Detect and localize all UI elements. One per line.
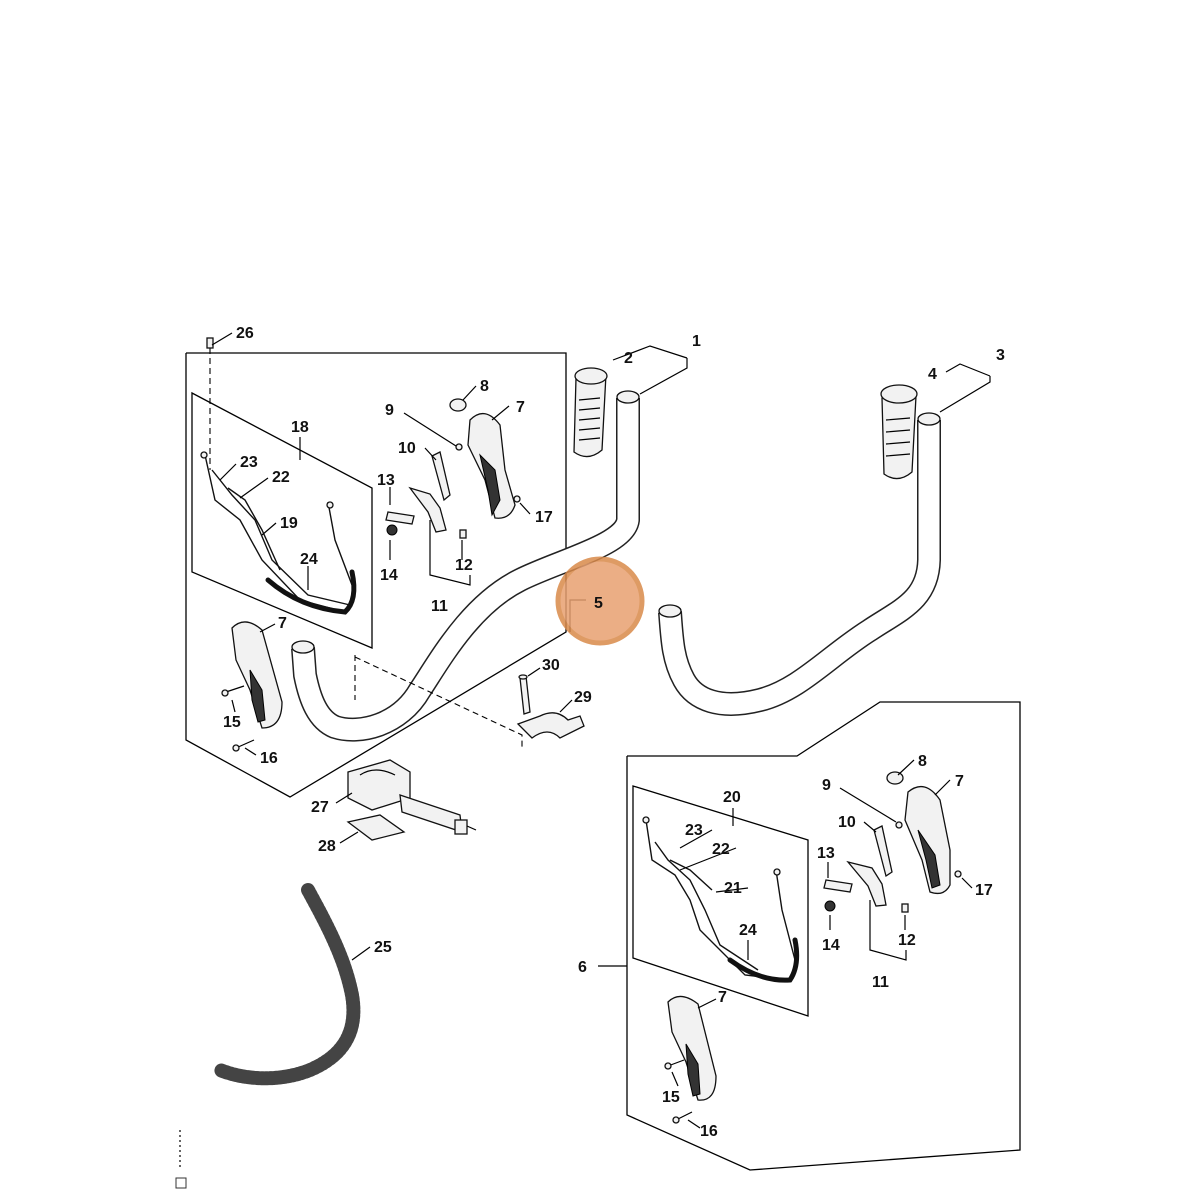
cable-kit-left xyxy=(200,451,357,615)
label-part-28: 28 xyxy=(318,838,336,855)
handlebar-right-tube xyxy=(658,412,941,716)
label-part-7-lower-left: 7 xyxy=(278,615,287,632)
clamp-part-29 xyxy=(516,674,585,739)
label-part-16-right: 16 xyxy=(700,1123,718,1140)
label-part-13-lower: 13 xyxy=(817,845,835,862)
label-part-25: 25 xyxy=(374,939,392,956)
cable-kit-right xyxy=(642,816,800,983)
grip-part-4 xyxy=(880,384,918,480)
label-part-27: 27 xyxy=(311,799,329,816)
part-labels: 1 2 3 4 5 6 26 8 9 7 18 10 23 22 13 17 1… xyxy=(223,325,1005,1140)
handlebar-left-tube xyxy=(291,390,640,742)
label-part-10-upper: 10 xyxy=(398,440,416,457)
label-part-21: 21 xyxy=(724,880,742,897)
label-part-15-left: 15 xyxy=(223,714,241,731)
label-part-11-upper: 11 xyxy=(431,598,448,615)
screw-part-26 xyxy=(206,337,214,349)
label-part-10-lower: 10 xyxy=(838,814,856,831)
bracket-part-27 xyxy=(346,759,477,841)
label-part-7-lower-right: 7 xyxy=(955,773,964,790)
label-part-22-upper: 22 xyxy=(272,469,290,486)
right-assembly-frame xyxy=(626,701,1021,1171)
label-part-29: 29 xyxy=(574,689,592,706)
label-part-22-lower: 22 xyxy=(712,841,730,858)
highlight-marker-part-5[interactable] xyxy=(555,556,645,646)
control-handle-lower-right xyxy=(823,771,962,913)
label-part-19: 19 xyxy=(280,515,298,532)
grip-housing-lower-left xyxy=(221,621,283,752)
label-part-20: 20 xyxy=(723,789,741,806)
label-part-12-upper: 12 xyxy=(455,557,473,574)
control-handle-upper-left xyxy=(385,398,521,539)
label-part-24-upper: 24 xyxy=(300,551,318,568)
label-part-9-upper: 9 xyxy=(385,402,394,419)
label-part-16-left: 16 xyxy=(260,750,278,767)
label-part-2: 2 xyxy=(624,350,633,367)
label-part-15-right: 15 xyxy=(662,1089,680,1106)
label-part-17-lower: 17 xyxy=(975,882,993,899)
corner-reference-mark xyxy=(175,1177,187,1189)
label-part-24-lower: 24 xyxy=(739,922,757,939)
label-part-5[interactable]: 5 xyxy=(594,595,603,612)
left-cable-kit-frame xyxy=(191,391,373,649)
label-part-1: 1 xyxy=(692,333,701,350)
label-part-23-lower: 23 xyxy=(685,822,703,839)
label-part-14-upper: 14 xyxy=(380,567,398,584)
grip-part-2 xyxy=(573,367,608,458)
dashed-leader-clamp xyxy=(354,655,523,748)
label-part-17-upper: 17 xyxy=(535,509,553,526)
corrugated-hose-part-25 xyxy=(213,883,361,1086)
label-part-7-upper: 7 xyxy=(516,399,525,416)
grip-housing-lower-right xyxy=(664,995,717,1124)
label-part-8-upper: 8 xyxy=(480,378,489,395)
label-part-18: 18 xyxy=(291,419,309,436)
label-part-12-lower: 12 xyxy=(898,932,916,949)
right-cable-kit-frame xyxy=(632,785,809,1017)
label-part-14-lower: 14 xyxy=(822,937,840,954)
label-part-7-bottom: 7 xyxy=(718,989,727,1006)
label-part-26: 26 xyxy=(236,325,254,342)
label-part-4: 4 xyxy=(928,366,937,383)
label-part-6: 6 xyxy=(578,959,587,976)
label-part-11-lower: 11 xyxy=(872,974,889,991)
label-part-13-upper: 13 xyxy=(377,472,395,489)
label-part-23-upper: 23 xyxy=(240,454,258,471)
label-part-30: 30 xyxy=(542,657,560,674)
label-part-8-lower: 8 xyxy=(918,753,927,770)
leader-lines xyxy=(211,332,991,1129)
label-part-9-lower: 9 xyxy=(822,777,831,794)
left-assembly-frame xyxy=(185,352,567,798)
label-part-3: 3 xyxy=(996,347,1005,364)
